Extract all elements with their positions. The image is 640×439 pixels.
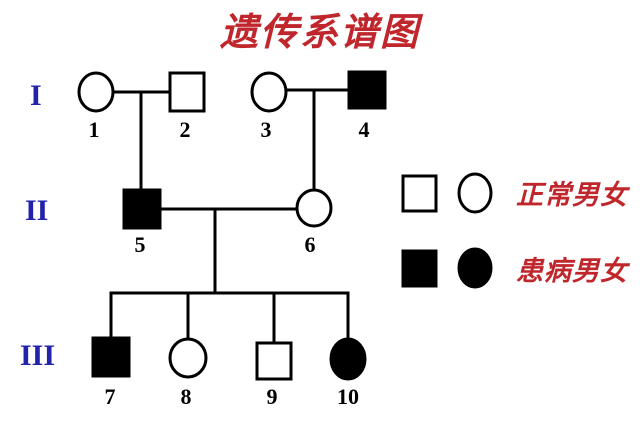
individual-8-normal-female[interactable] [168,337,208,379]
individual-id-label-5: 5 [135,232,146,257]
individual-3-normal-female[interactable] [250,71,288,113]
individual-id-label-6: 6 [305,232,316,257]
connection-line-group [109,88,351,345]
generation-label-III: III [20,339,55,372]
generation-label-I: I [30,79,42,112]
individual-1-normal-female[interactable] [77,71,115,113]
individual-9-normal-male[interactable] [255,341,293,381]
individual-id-label-1: 1 [89,117,100,142]
individual-2-normal-male[interactable] [168,71,206,113]
generation-label-II: II [25,194,48,227]
individual-symbol-group [77,70,387,381]
individual-id-label-7: 7 [105,384,116,409]
legend-normal-label: 正常男女 [516,180,631,210]
individual-id-label-9: 9 [267,384,278,409]
individual-10-affected-female[interactable] [329,337,367,381]
legend-normal-female-symbol [457,172,493,214]
individual-id-label-3: 3 [261,117,272,142]
individual-5-affected-male[interactable] [122,188,162,230]
legend-affected-male-symbol [401,249,438,288]
individual-6-normal-female[interactable] [295,188,333,228]
legend-normal-male-symbol [401,174,438,213]
individual-id-label-group: 1 2 3 4 5 6 7 8 9 10 [89,117,370,409]
individual-id-label-2: 2 [180,117,191,142]
page-title: 遗传系谱图 [220,12,424,54]
individual-7-affected-male[interactable] [91,336,131,378]
individual-id-label-4: 4 [359,117,370,142]
individual-id-label-8: 8 [181,384,192,409]
legend-affected-female-symbol [457,247,493,289]
legend-affected-label: 患病男女 [516,256,631,286]
individual-4-affected-male[interactable] [347,70,387,110]
individual-id-label-10: 10 [337,384,359,409]
